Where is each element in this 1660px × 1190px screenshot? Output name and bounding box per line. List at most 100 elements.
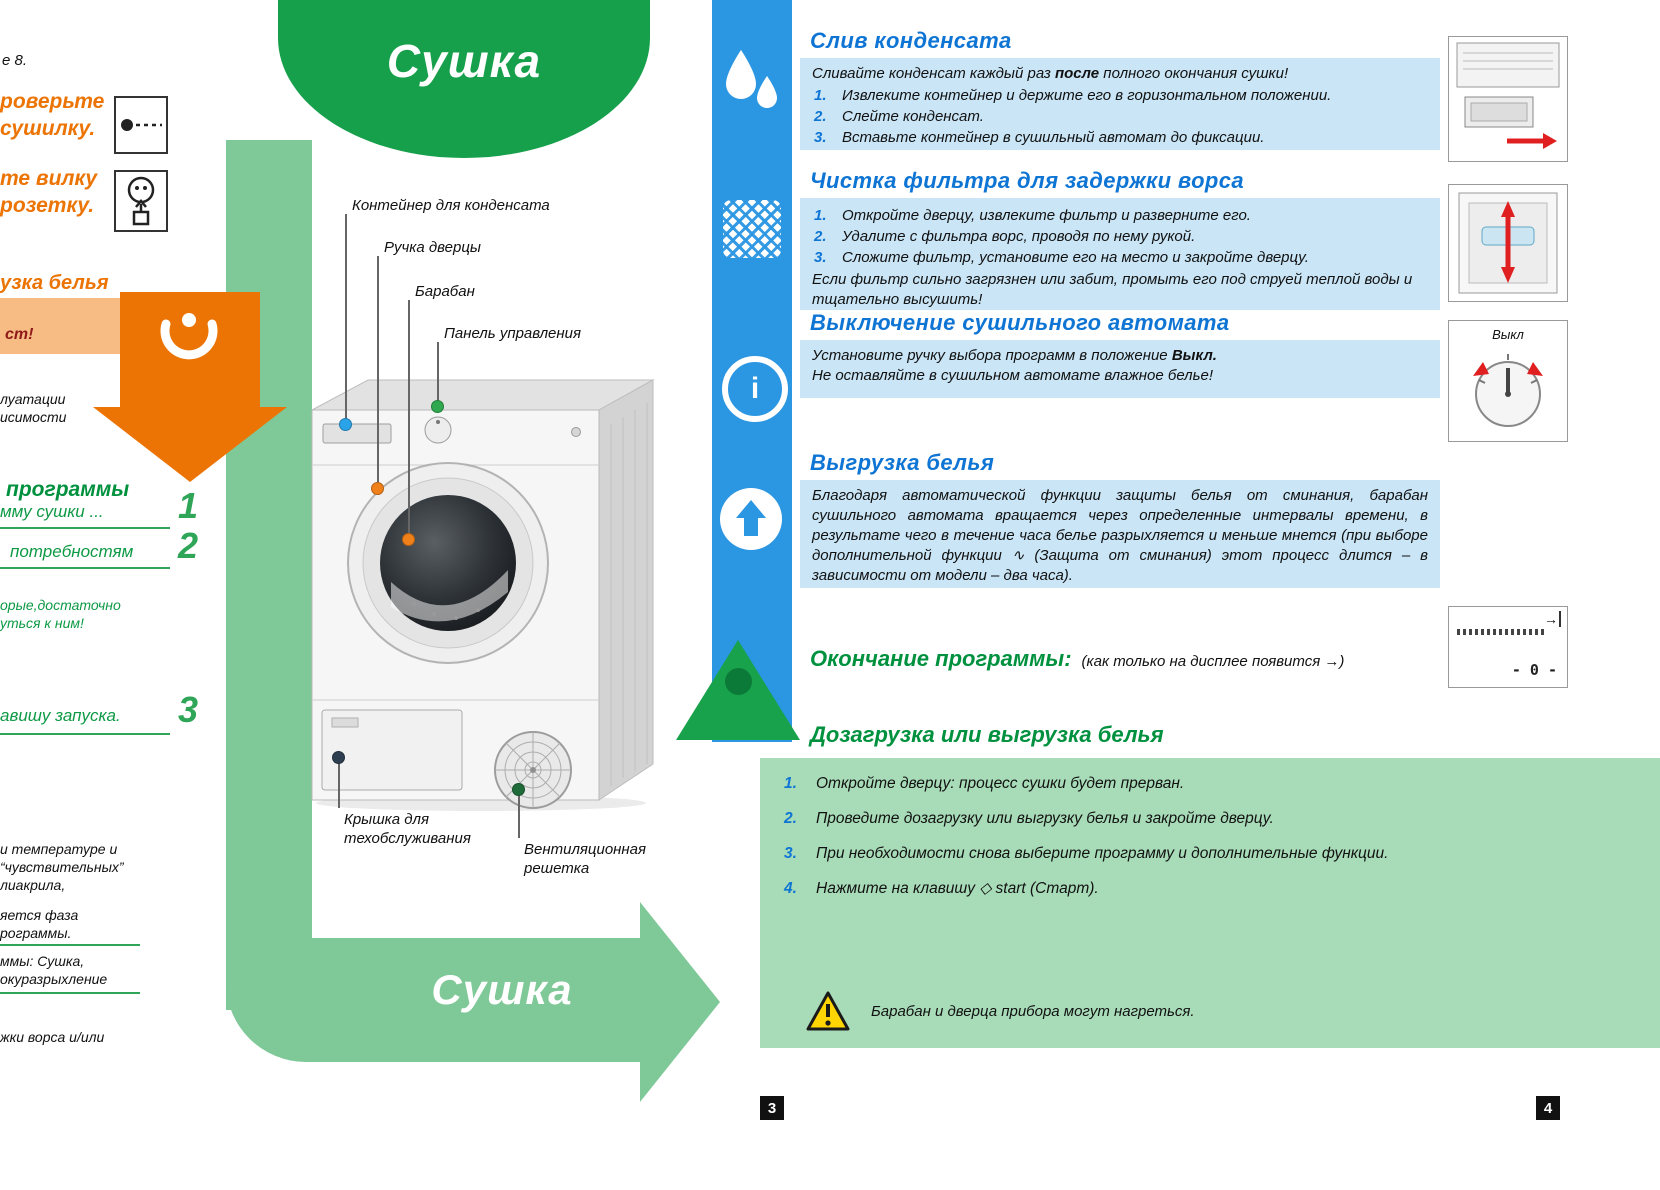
left-note-c2: “чувствительных”	[0, 859, 124, 875]
step-item: Слейте конденсат.	[814, 107, 984, 127]
display-illustration: → - 0 -	[1448, 606, 1568, 688]
page-number-left: 3	[760, 1096, 784, 1120]
plug-socket-icon	[114, 170, 168, 232]
laundry-load-icon	[160, 313, 218, 360]
dryer-illustration	[311, 379, 655, 811]
section-reload-heading: Дозагрузка или выгрузка белья	[810, 722, 1164, 747]
separator-line	[0, 733, 170, 735]
poweroff-bold: Выкл.	[1171, 347, 1217, 364]
service-cover-dot	[332, 751, 345, 764]
left-step3-number: 3	[178, 689, 199, 730]
section-reload-body: Откройте дверцу: процесс сушки будет пре…	[760, 758, 1660, 1048]
left-plug-line1: те вилку	[0, 167, 98, 190]
section-condensate-heading: Слив конденсата	[810, 28, 1012, 53]
condensate-container-dot	[339, 418, 352, 431]
condensate-illustration	[1448, 36, 1568, 162]
left-loading-heading: узка белья	[0, 272, 109, 294]
filter-illustration	[1448, 184, 1568, 302]
left-step2-number: 2	[178, 525, 199, 566]
left-note-a1: луатации	[0, 391, 66, 407]
step-item: Проведите дозагрузку или выгрузку белья …	[784, 809, 1274, 829]
bottom-arrow-title: Сушка	[431, 966, 573, 1013]
step-item: Сложите фильтр, установите его на место …	[814, 248, 1309, 268]
label-line	[437, 342, 439, 406]
label-line	[408, 300, 410, 539]
separator-line	[0, 527, 170, 529]
control-panel-dot	[431, 400, 444, 413]
drum-dot	[402, 533, 415, 546]
info-icon: i	[722, 356, 788, 422]
filter-note: Если фильтр сильно загрязнен или забит, …	[812, 271, 1413, 308]
green-up-arrow-dot	[725, 668, 752, 695]
page-title: Сушка	[386, 35, 542, 87]
label-vent-grille-line1: Вентиляционная	[524, 841, 647, 858]
left-plug-text: те вилку розетку.	[0, 165, 97, 219]
poweroff-line1: Установите ручку выбора программ в полож…	[812, 346, 1428, 366]
orange-arrow-head	[93, 407, 287, 482]
step-item: Нажмите на клавишу ◇ start (Старт).	[784, 879, 1099, 899]
left-check-text: роверьте сушилку.	[0, 88, 104, 142]
left-highlight-bar: ст!	[0, 298, 137, 354]
label-condensate-container: Контейнер для конденсата	[352, 197, 550, 214]
intro-pre: Сливайте конденсат каждый раз	[812, 65, 1055, 82]
door-handle-dot	[371, 482, 384, 495]
lint-filter-icon	[723, 200, 781, 258]
filter-steps: Откройте дверцу, извлеките фильтр и разв…	[812, 206, 1428, 268]
label-line	[518, 795, 520, 838]
reload-steps: Откройте дверцу: процесс сушки будет пре…	[760, 758, 1660, 899]
section-unload-heading: Выгрузка белья	[810, 450, 995, 475]
step-item: Удалите с фильтра ворс, проводя по нему …	[814, 227, 1196, 247]
label-drum: Барабан	[415, 283, 475, 300]
orange-arrow-shaft	[120, 292, 260, 407]
intro-post: полного окончания сушки!	[1099, 65, 1289, 82]
section-unload-body: Благодаря автоматической функции защиты …	[800, 480, 1440, 588]
water-drops-icon	[726, 50, 777, 108]
step-item: При необходимости снова выберите програм…	[784, 844, 1389, 864]
page-number-right: 4	[1536, 1096, 1560, 1120]
step-item: Откройте дверцу, извлеките фильтр и разв…	[814, 206, 1251, 226]
label-control-panel: Панель управления	[444, 325, 582, 342]
label-line	[345, 214, 347, 424]
green-flow-band-vertical	[226, 140, 312, 1010]
vent-grille-dot	[512, 783, 525, 796]
warning-text: Барабан и дверца прибора могут нагреться…	[871, 1002, 1195, 1020]
left-ref-note: е 8.	[2, 52, 28, 69]
label-service-cover: Крышка для техобслуживания	[344, 810, 471, 848]
program-end-row: Окончание программы:(как только на диспл…	[810, 646, 1430, 672]
left-note-e1: ммы: Сушка,	[0, 953, 85, 969]
left-note-e2: окуразрыхление	[0, 971, 108, 987]
dial-illustration: Выкл	[1448, 320, 1568, 442]
poweroff-line2: Не оставляйте в сушильном автомате влажн…	[812, 367, 1214, 384]
unload-paragraph: Благодаря автоматической функции защиты …	[812, 487, 1428, 584]
display-ticks	[1457, 629, 1545, 635]
intro-bold: после	[1054, 65, 1100, 82]
green-flow-band-horizontal	[226, 938, 640, 1062]
left-check-line1: роверьте	[0, 90, 105, 113]
left-note-d2: рограммы.	[0, 925, 72, 941]
label-service-cover-line1: Крышка для	[344, 811, 430, 828]
left-step1-label: мму сушки ...	[0, 502, 104, 521]
left-note-b1: орые,достаточно	[0, 597, 121, 613]
section-poweroff-heading: Выключение сушильного автомата	[810, 310, 1230, 335]
label-line	[377, 256, 379, 488]
section-filter-heading: Чистка фильтра для задержки ворса	[810, 168, 1245, 193]
left-note-d1: яется фаза	[0, 907, 79, 923]
label-door-handle: Ручка дверцы	[384, 239, 481, 256]
info-icon-letter: i	[750, 372, 760, 405]
section-condensate-body: Сливайте конденсат каждый раз после полн…	[800, 58, 1440, 150]
left-highlight-text: ст!	[5, 326, 34, 343]
left-note-a2: исимости	[0, 409, 67, 425]
step-item: Вставьте контейнер в сушильный автомат д…	[814, 128, 1265, 148]
program-end-heading: Окончание программы:	[810, 646, 1072, 671]
display-end-symbol: →	[1544, 611, 1561, 627]
dial-off-label: Выкл	[1492, 327, 1524, 342]
unload-arrow-icon	[720, 488, 782, 550]
separator-line	[0, 992, 140, 994]
condensate-steps: Извлеките контейнер и держите его в гори…	[812, 86, 1428, 148]
label-service-cover-line2: техобслуживания	[344, 830, 471, 847]
left-plug-line2: розетку.	[0, 194, 95, 217]
condensate-intro: Сливайте конденсат каждый раз после полн…	[812, 64, 1428, 84]
warning-triangle-icon	[806, 991, 850, 1031]
check-dryer-icon	[114, 96, 168, 154]
